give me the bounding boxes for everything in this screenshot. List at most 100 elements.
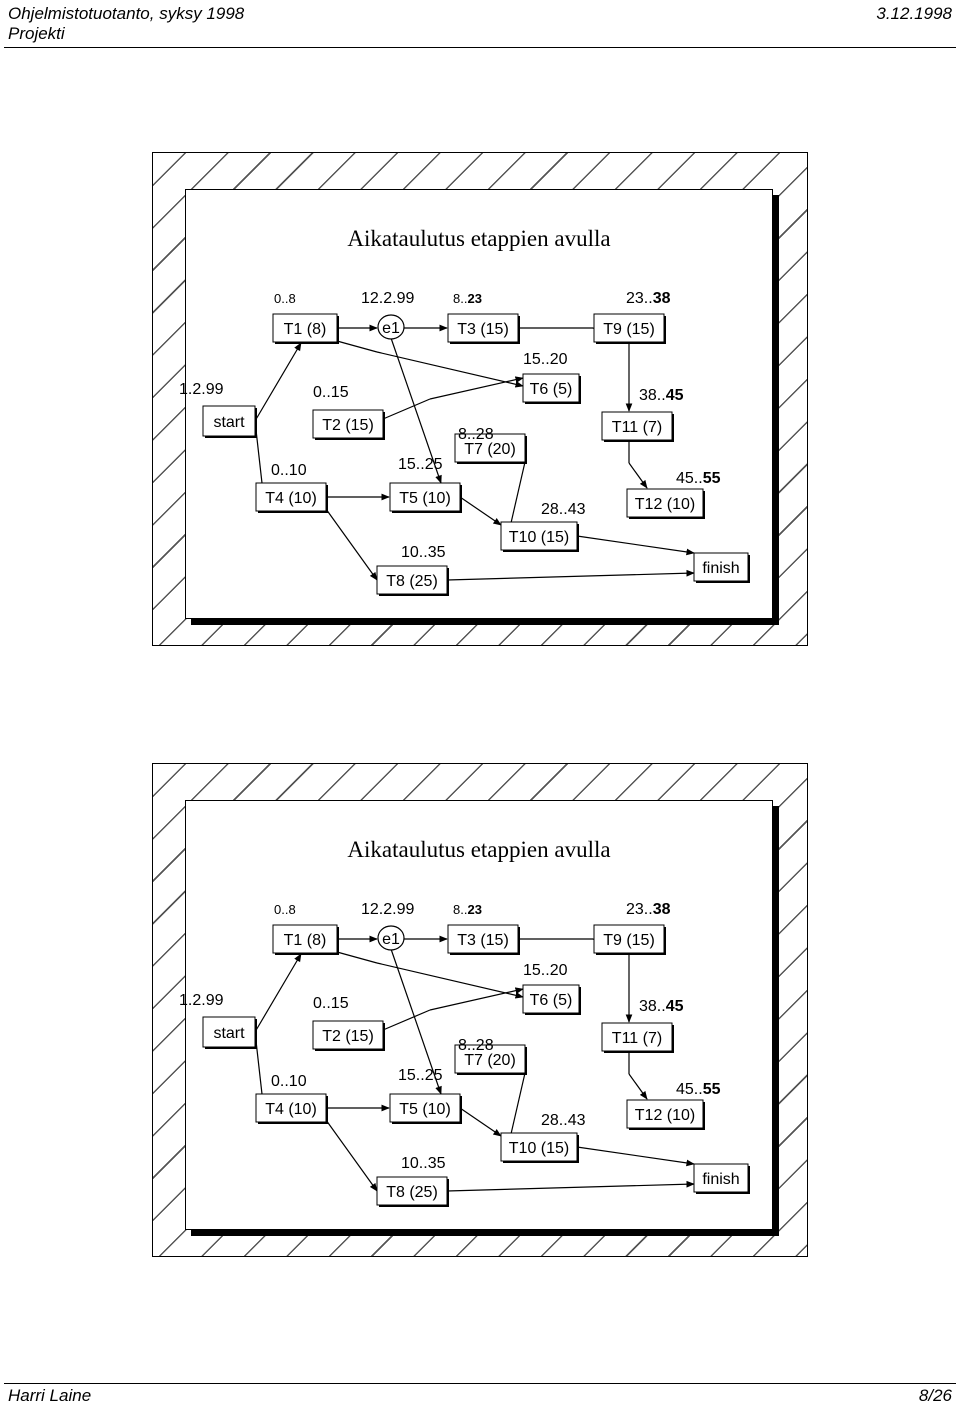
schedule-network-diagram: start T1 (8) T2 (15) T3 (15) T4 (10) T5 (10) T…: [179, 290, 750, 596]
task-label: T7 (20): [464, 441, 516, 458]
task-label: T6 (5): [530, 381, 573, 398]
time-label: 1.2.99: [179, 992, 224, 1009]
task-label: finish: [702, 560, 739, 577]
task-t8: T8 (25): [376, 565, 449, 596]
header-rule: [4, 47, 956, 48]
dependency-arrow: [459, 496, 502, 526]
task-t3: T3 (15): [447, 924, 520, 955]
task-t5: T5 (10): [389, 1093, 462, 1124]
task-label: finish: [702, 1171, 739, 1188]
time-label: 8..23: [453, 902, 482, 917]
task-t4: T4 (10): [255, 482, 328, 513]
dependency-arrow: [390, 337, 442, 484]
task-t6: T6 (5): [522, 373, 581, 404]
task-label: T4 (10): [265, 490, 317, 507]
slide-panel: Aikataulutus etappien avulla: [185, 189, 773, 619]
task-t5: T5 (10): [389, 482, 462, 513]
dependency-arrow: [628, 1073, 648, 1100]
time-label: 0..8: [274, 291, 296, 306]
task-t11: T11 (7): [601, 1022, 674, 1053]
task-label: T12 (10): [635, 496, 695, 513]
slide-panel: Aikataulutus etappien avulla: [185, 800, 773, 1230]
task-t7: T7 (20): [454, 433, 527, 464]
task-t7: T7 (20): [454, 1044, 527, 1075]
dependency-arrow: [429, 376, 524, 400]
slide-title: Aikataulutus etappien avulla: [347, 837, 611, 862]
time-label: 8..28: [458, 1037, 494, 1054]
dependency-arrow: [254, 342, 302, 422]
task-label: start: [213, 1025, 245, 1042]
task-finish: finish: [693, 1163, 750, 1194]
task-label: T8 (25): [386, 1184, 438, 1201]
task-label: T2 (15): [322, 417, 374, 434]
time-label: 10..35: [401, 544, 446, 561]
task-label: T11 (7): [612, 1030, 662, 1047]
task-t1: T1 (8): [272, 313, 339, 344]
task-t4: T4 (10): [255, 1093, 328, 1124]
milestone-e1: e1: [377, 925, 405, 951]
time-label: 0..10: [271, 1073, 307, 1090]
dependency-arrow: [382, 398, 431, 420]
dependency-arrow: [376, 351, 524, 388]
task-label: T1 (8): [284, 932, 327, 949]
time-label: 8..28: [458, 426, 494, 443]
dependency-arrow: [325, 508, 378, 581]
task-t2: T2 (15): [312, 1020, 385, 1051]
task-label: T3 (15): [457, 932, 509, 949]
time-label: 0..10: [271, 462, 307, 479]
task-label: T7 (20): [464, 1052, 516, 1069]
task-t9: T9 (15): [593, 924, 666, 955]
time-label: 0..8: [274, 902, 296, 917]
dependency-arrow: [325, 1119, 378, 1192]
task-label: T9 (15): [603, 932, 655, 949]
task-t3: T3 (15): [447, 313, 520, 344]
time-label: 0..15: [313, 995, 349, 1012]
header-date: 3.12.1998: [876, 4, 952, 23]
task-label: T5 (10): [399, 490, 451, 507]
task-label: T11 (7): [612, 419, 662, 436]
task-label: T1 (8): [284, 321, 327, 338]
task-t12: T12 (10): [626, 1099, 705, 1130]
task-label: T2 (15): [322, 1028, 374, 1045]
task-t9: T9 (15): [593, 313, 666, 344]
dependency-arrow: [628, 462, 648, 489]
time-label: 28..43: [541, 1112, 586, 1129]
task-t11: T11 (7): [601, 411, 674, 442]
task-label: start: [213, 414, 245, 431]
dependency-arrow: [446, 569, 695, 581]
task-label: T3 (15): [457, 321, 509, 338]
section-title: Projekti: [8, 24, 65, 43]
time-label: 15..25: [398, 1067, 443, 1084]
task-finish: finish: [693, 552, 750, 583]
task-t10: T10 (15): [500, 521, 579, 552]
slide-1: Aikataulutus etappien avulla start T1 (8)…: [152, 152, 808, 646]
time-label: 0..15: [313, 384, 349, 401]
task-label: T5 (10): [399, 1101, 451, 1118]
dependency-arrow: [576, 1146, 695, 1167]
milestone-label: e1: [382, 320, 400, 337]
time-label: 15..25: [398, 456, 443, 473]
dependency-arrow: [376, 962, 524, 999]
dependency-arrow: [336, 340, 378, 353]
dependency-arrow: [576, 535, 695, 556]
dependency-arrow: [510, 1072, 526, 1135]
task-label: T8 (25): [386, 573, 438, 590]
footer-page: 8/26: [918, 1386, 952, 1405]
dependency-arrow: [446, 1180, 695, 1192]
schedule-network-diagram: start T1 (8) T2 (15) T3 (15) T4 (10) T5 (10) T…: [179, 901, 750, 1207]
task-t1: T1 (8): [272, 924, 339, 955]
dependency-arrow: [336, 951, 378, 964]
task-label: T12 (10): [635, 1107, 695, 1124]
dependency-arrow: [390, 948, 442, 1095]
time-label: 15..20: [523, 351, 568, 368]
task-start: start: [202, 1016, 257, 1049]
time-label: 28..43: [541, 501, 586, 518]
time-label: 38..45: [639, 387, 684, 404]
time-label: 23..38: [626, 901, 671, 918]
task-label: T10 (15): [509, 529, 569, 546]
dependency-arrow: [429, 987, 524, 1011]
task-t6: T6 (5): [522, 984, 581, 1015]
task-start: start: [202, 405, 257, 438]
time-label: 45..55: [676, 1081, 721, 1098]
milestone-label: e1: [382, 931, 400, 948]
